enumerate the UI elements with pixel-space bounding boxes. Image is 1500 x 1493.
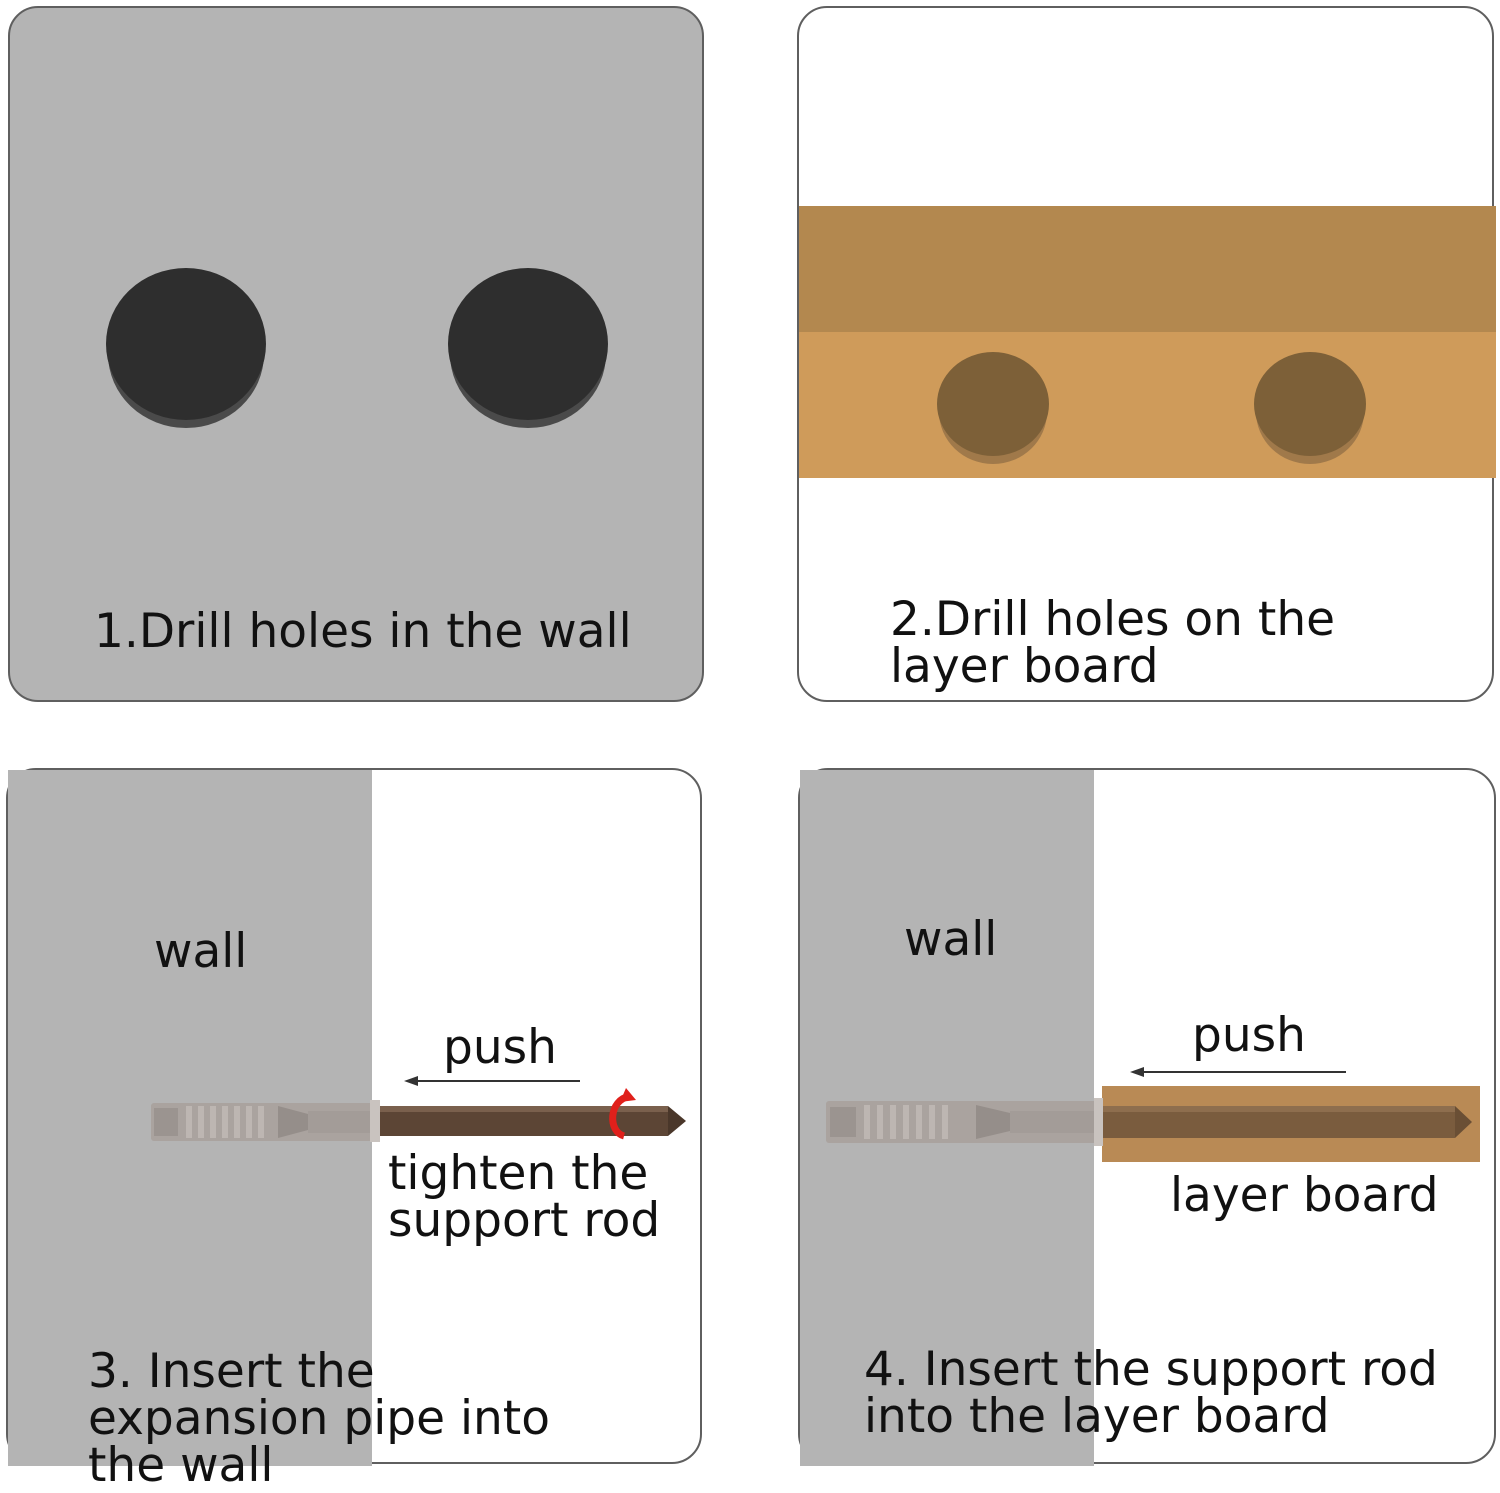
step-4-caption: 4. Insert the support rod into the layer… bbox=[864, 1342, 1438, 1444]
expansion-pipe-illustration bbox=[8, 770, 686, 1466]
support-rod-icon bbox=[380, 1106, 686, 1136]
step-1-panel: 1.Drill holes in the wall bbox=[8, 6, 704, 702]
layer-board-illustration bbox=[799, 206, 1496, 478]
drill-hole-icon bbox=[448, 268, 608, 428]
expansion-pipe-icon bbox=[826, 1098, 1103, 1146]
board-hole-icon bbox=[937, 352, 1049, 464]
wall-label: wall bbox=[904, 912, 998, 967]
step-2-caption: 2.Drill holes on the layer board bbox=[890, 592, 1336, 694]
layer-board-label: layer board bbox=[1170, 1168, 1439, 1223]
rotate-arrow-icon bbox=[609, 1088, 636, 1140]
push-arrow-icon bbox=[404, 1076, 580, 1086]
layer-board-icon bbox=[799, 206, 1496, 478]
step-3-panel: wall push tighten the support rod 3. Ins… bbox=[6, 768, 702, 1489]
push-label: push bbox=[1192, 1008, 1306, 1063]
rod-label: tighten the support rod bbox=[388, 1146, 661, 1248]
step-2-panel: 2.Drill holes on the layer board bbox=[797, 6, 1496, 702]
push-label: push bbox=[443, 1020, 557, 1075]
drill-hole-icon bbox=[106, 268, 266, 428]
board-hole-icon bbox=[1254, 352, 1366, 464]
wall-label: wall bbox=[154, 924, 248, 979]
step-1-caption: 1.Drill holes in the wall bbox=[94, 604, 632, 659]
wall-holes-illustration bbox=[106, 268, 608, 428]
support-rod-icon bbox=[1103, 1106, 1472, 1138]
push-arrow-icon bbox=[1130, 1067, 1346, 1077]
support-rod-board-illustration bbox=[800, 770, 1480, 1466]
step-3-caption: 3. Insert the expansion pipe into the wa… bbox=[88, 1344, 550, 1493]
expansion-pipe-icon bbox=[151, 1100, 380, 1142]
step-4-panel: wall push layer board 4. Insert the supp… bbox=[798, 768, 1496, 1466]
